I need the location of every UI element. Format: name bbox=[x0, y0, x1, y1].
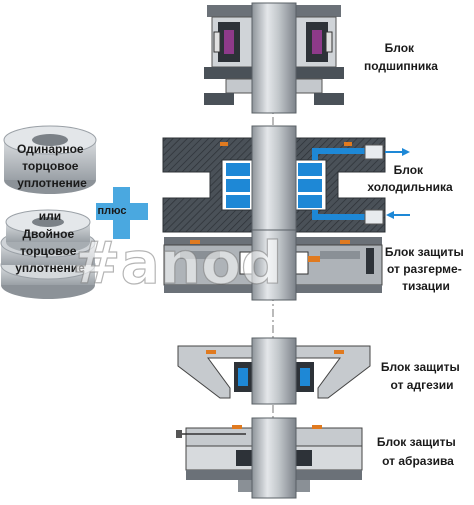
abrasive-block bbox=[176, 425, 363, 492]
coolant-out-arrow bbox=[385, 148, 410, 156]
plus-icon bbox=[96, 187, 148, 239]
single-seal-illustration bbox=[3, 125, 97, 194]
single-seal-label: Одинарное торцовое уплотнение bbox=[17, 142, 87, 190]
or-label: или bbox=[39, 209, 61, 223]
double-seal-illustration bbox=[0, 209, 96, 299]
double-seal-label: Двойное торцовое уплотнение bbox=[15, 227, 85, 275]
shaft-cooler bbox=[251, 125, 297, 239]
shaft-abrasive bbox=[251, 417, 297, 499]
abrasive-label: Блок защиты от абразива bbox=[377, 435, 459, 468]
bearing-label: Блок подшипника bbox=[364, 41, 438, 73]
coolant-in-arrow bbox=[386, 211, 410, 219]
depressurization-label: Блок защиты от разгерме- тизации bbox=[385, 245, 467, 293]
shaft-bearing bbox=[251, 2, 297, 114]
shaft-adhesion bbox=[251, 337, 297, 405]
plus-label: плюс bbox=[98, 205, 127, 217]
shaft-depressurization bbox=[251, 229, 297, 301]
adhesion-label: Блок защиты от адгезии bbox=[381, 360, 463, 392]
cooler-label: Блок холодильника bbox=[367, 163, 453, 194]
adhesion-block bbox=[177, 345, 371, 399]
watermark: #anod bbox=[72, 229, 282, 297]
